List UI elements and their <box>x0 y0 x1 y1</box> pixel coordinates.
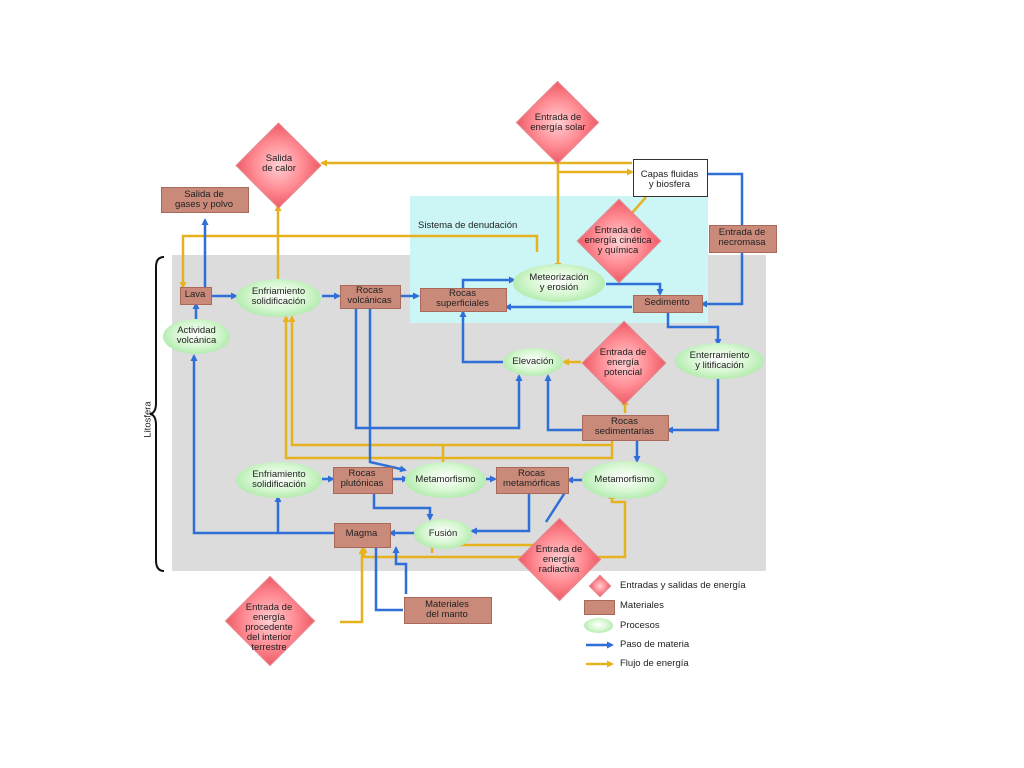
cooling-top-process <box>236 279 321 317</box>
fluid-layers-label: Capas fluidas y biosfera <box>640 169 699 190</box>
mantle-box <box>404 597 492 624</box>
lava-box <box>180 287 212 305</box>
legend-flow-label: Flujo de energía <box>620 658 689 669</box>
energy-flow <box>596 492 627 559</box>
uplift-label: Elevación <box>512 356 554 367</box>
mantle-label: Materiales del manto <box>425 599 469 620</box>
matter-flow <box>459 310 503 364</box>
kinetic-energy-label: Entrada de energía cinética y química <box>584 225 652 256</box>
sedimentary-rocks-label: Rocas sedimentarias <box>594 416 655 437</box>
matter-flow <box>190 354 334 535</box>
lava-label: Lava <box>184 289 206 300</box>
volcanic-rocks-box <box>340 285 401 309</box>
matter-flow <box>544 374 598 432</box>
surface-rocks-box <box>420 288 507 312</box>
plutonic-rocks-label: Rocas plutónicas <box>340 468 384 489</box>
metamorphic-rocks-label: Rocas metamórficas <box>502 468 560 489</box>
necromass-box <box>709 225 777 253</box>
weathering-label: Meteorización y erosión <box>529 272 589 293</box>
cooling-bottom-process <box>236 462 322 498</box>
lithosphere-brace <box>149 256 165 572</box>
necromass-label: Entrada de necromasa <box>718 227 766 248</box>
energy-flow <box>340 547 366 624</box>
sedimentary-rocks-box <box>582 415 669 441</box>
matter-flow <box>354 307 523 430</box>
weathering-process <box>513 264 605 302</box>
energy-flow <box>288 315 612 447</box>
legend-matter-label: Paso de materia <box>620 639 690 650</box>
matter-flow <box>392 546 408 594</box>
matter-flow <box>372 493 434 521</box>
denudation-system-label: Sistema de denudación <box>418 220 518 231</box>
sediment-label: Sedimento <box>644 297 690 308</box>
legend-processes-label: Procesos <box>620 620 660 631</box>
sediment-box <box>633 295 703 313</box>
gases-dust-box <box>161 187 249 213</box>
fusion-process <box>414 519 472 549</box>
metamorphism-right-process <box>582 461 667 499</box>
matter-flow <box>666 311 722 346</box>
interior-energy-label: Entrada de energía procedente del interi… <box>245 602 293 653</box>
fusion-label: Fusión <box>428 528 458 539</box>
legend-materials-swatch <box>584 600 615 615</box>
volcanic-activity-label: Actividad volcánica <box>176 325 217 346</box>
metamorphism-right-label: Metamorfismo <box>594 474 655 485</box>
matter-flow <box>470 494 531 535</box>
volcanic-activity-process <box>163 319 230 354</box>
potential-energy-label: Entrada de energía potencial <box>599 347 647 378</box>
metamorphism-center-label: Metamorfismo <box>415 474 476 485</box>
matter-flow <box>368 307 407 473</box>
matter-flow <box>666 378 720 434</box>
solar-energy-label: Entrada de energía solar <box>530 112 586 133</box>
radioactive-energy-label: Entrada de energía radiactiva <box>535 544 583 575</box>
legend-materials-label: Materiales <box>620 600 664 611</box>
burial-label: Enterramiento y litificación <box>689 350 750 371</box>
volcanic-rocks-label: Rocas volcánicas <box>347 285 392 306</box>
energy-flow <box>282 315 614 460</box>
gases-dust-label: Salida de gases y polvo <box>174 189 234 210</box>
matter-flow <box>606 282 664 296</box>
legend-processes-swatch <box>584 618 613 633</box>
energy-flow <box>179 234 539 289</box>
fluid-layers-box <box>633 159 708 197</box>
legend-energy-label: Entradas y salidas de energía <box>620 580 746 591</box>
uplift-process <box>503 348 563 376</box>
cooling-top-label: Enfriamiento solidificación <box>251 286 306 307</box>
matter-flow <box>374 548 403 612</box>
surface-rocks-label: Rocas superficiales <box>436 288 489 309</box>
metamorphism-center-process <box>405 462 486 498</box>
energy-flow <box>360 546 546 559</box>
heat-output-label: Salida de calor <box>262 153 296 174</box>
matter-flow <box>461 276 516 288</box>
magma-label: Magma <box>345 528 378 539</box>
burial-process <box>675 343 764 379</box>
cooling-bottom-label: Enfriamiento solidificación <box>252 469 306 490</box>
magma-box <box>334 523 391 548</box>
metamorphic-rocks-box <box>496 467 569 494</box>
plutonic-rocks-box <box>333 467 393 494</box>
